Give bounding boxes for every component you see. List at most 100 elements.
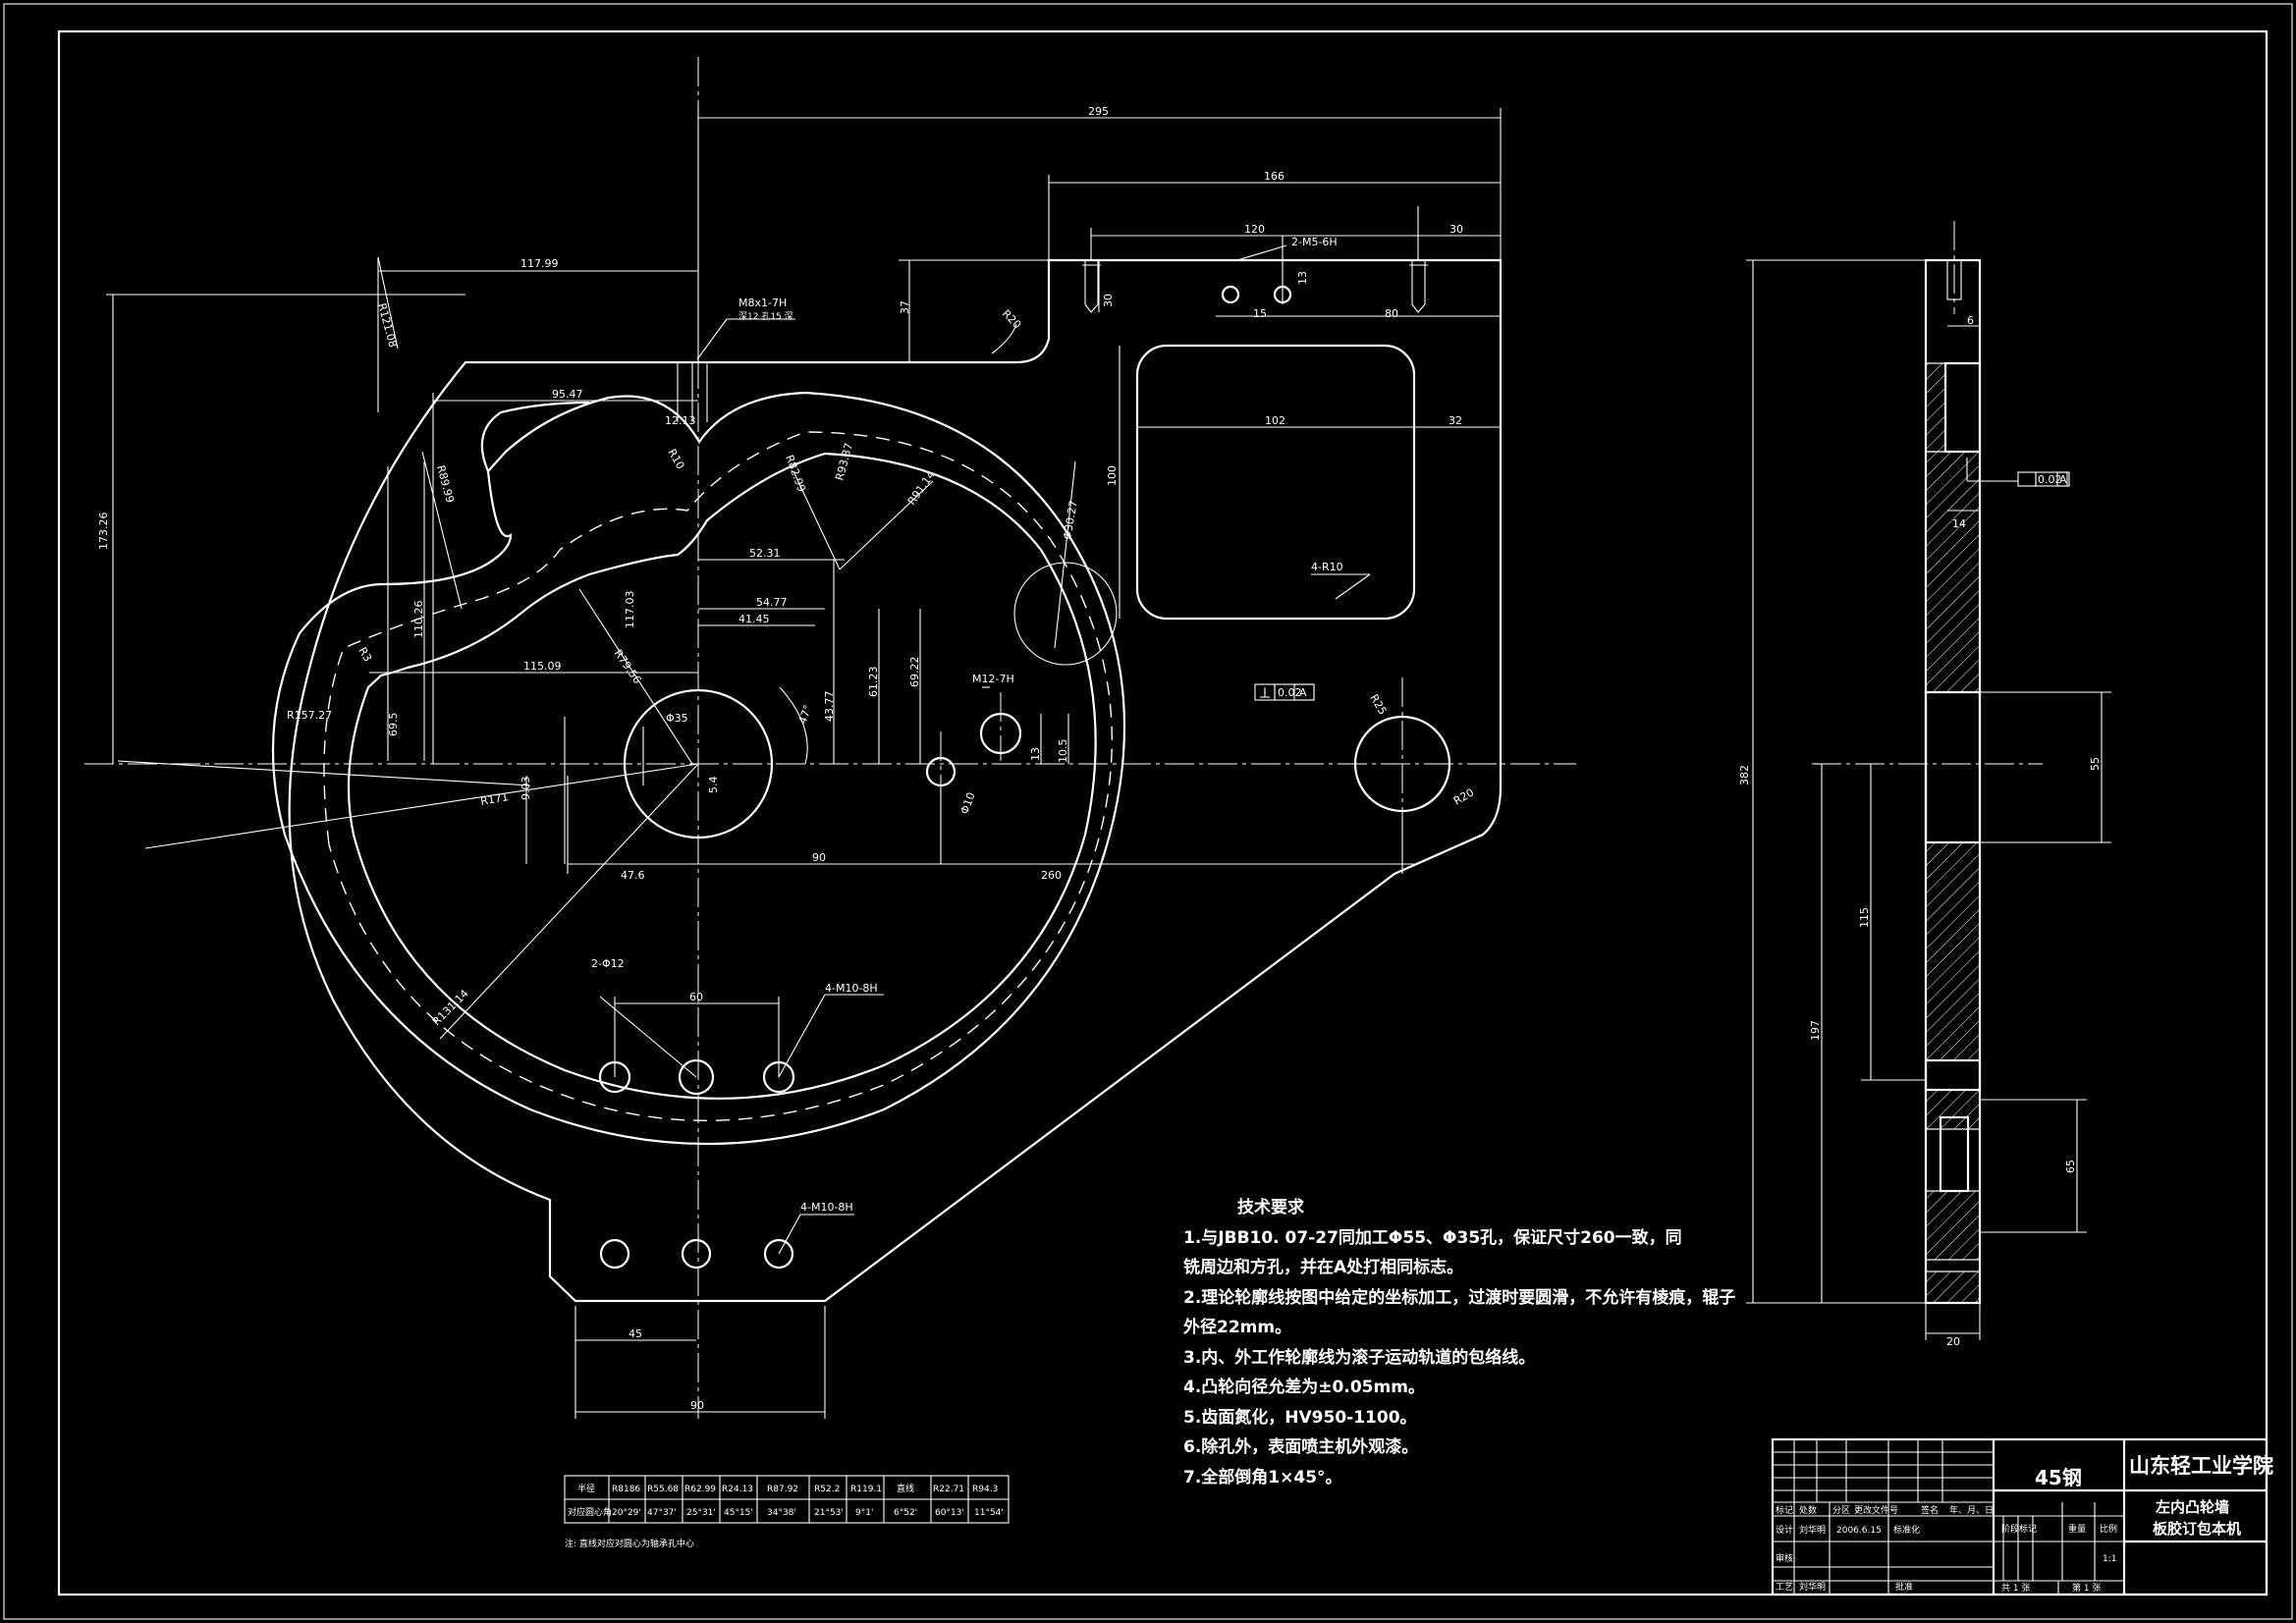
dim-r82-99: R82.99	[783, 454, 808, 494]
dim-12-13: 12.13	[665, 414, 696, 427]
table-angle-3: 25°31'	[686, 1508, 716, 1518]
table-row-label-radius: 半径	[577, 1483, 595, 1494]
dim-15: 15	[1253, 307, 1267, 320]
dimension-texts: 295 166 120 30 117.99 37 30 13 15 80 95.…	[97, 105, 1476, 1412]
tech-line-4: 外径22mm。	[1183, 1317, 1291, 1337]
tech-line-1: 1.与JBB10. 07-27同加工Φ55、Φ35孔，保证尺寸260一致，同	[1183, 1227, 1682, 1248]
dim-37: 37	[899, 300, 911, 314]
table-angle-9: 60°13'	[935, 1508, 964, 1518]
dim-30a: 30	[1449, 223, 1463, 236]
part-name-line-2: 板胶订包本机	[2153, 1520, 2241, 1538]
note-m8: M8x1-7H	[738, 297, 787, 309]
tb-weight: 重量	[2068, 1523, 2086, 1535]
dim-10-5: 10.5	[1057, 739, 1069, 764]
tb-craft: 工艺	[1776, 1582, 1793, 1593]
table-angle-7: 9°1'	[855, 1508, 873, 1518]
tech-line-8: 6.除孔外，表面喷主机外观漆。	[1183, 1436, 1418, 1457]
dim-13b: 13	[1029, 747, 1042, 761]
table-radius-2: R55.68	[647, 1485, 679, 1494]
dim-r131-14: R131.14	[430, 987, 471, 1028]
tech-line-5: 3.内、外工作轮廓线为滚子运动轨道的包络线。	[1183, 1347, 1535, 1368]
tb-sheet-total: 共 1 张	[2001, 1583, 2030, 1594]
school-name: 山东轻工业学院	[2129, 1453, 2273, 1478]
hole-m10-left	[599, 1238, 630, 1270]
tb-sheet-no: 第 1 张	[2072, 1582, 2101, 1594]
dim-r89-99: R89.99	[434, 463, 457, 504]
hole-m10-mid	[681, 1238, 712, 1270]
table-radius-9: R22.71	[933, 1485, 964, 1494]
bearing-hole-phi55	[623, 688, 774, 839]
plate-outer-contour	[288, 258, 1503, 1303]
table-note: 注: 直线对应对圆心为轴承孔中心	[565, 1538, 694, 1549]
tech-line-7: 5.齿面氮化，HV950-1100。	[1183, 1407, 1417, 1428]
tol-flatness-ref: A	[1299, 686, 1307, 699]
side-dim-115: 115	[1858, 907, 1871, 928]
dim-r93-37: R93.37	[833, 442, 855, 482]
dim-r91-14: R91.14	[905, 468, 938, 508]
tb-stage-mark: 阶段标记	[2001, 1523, 2037, 1535]
front-view: 295 166 120 30 117.99 37 30 13 15 80 95.…	[84, 57, 1576, 1419]
dim-r10: R10	[665, 447, 686, 471]
tb-design-name: 刘华明	[1799, 1524, 1826, 1536]
dim-phi30-27: Φ30.27	[1061, 500, 1080, 541]
dim-45: 45	[629, 1327, 642, 1340]
table-angle-10: 11°54'	[974, 1508, 1004, 1518]
dim-r121-08: R121.08	[375, 301, 399, 349]
side-dim-14: 14	[1952, 517, 1966, 530]
tb-ratio: 比例	[2100, 1523, 2117, 1535]
tech-requirements: 技术要求 1.与JBB10. 07-27同加工Φ55、Φ35孔，保证尺寸260一…	[1183, 1197, 1735, 1488]
dim-117-03: 117.03	[624, 591, 636, 629]
table-radius-4: R24.13	[722, 1485, 753, 1494]
dim-r20b: R20	[1451, 786, 1476, 808]
table-angle-4: 45°15'	[724, 1508, 753, 1518]
dim-61-23: 61.23	[867, 667, 880, 698]
dim-166: 166	[1264, 170, 1285, 183]
dim-102: 102	[1265, 414, 1285, 427]
dim-r3a: R3	[355, 645, 374, 664]
sheet-outer-border	[3, 3, 2293, 1620]
dim-60: 60	[689, 991, 703, 1003]
sheet-inner-border	[57, 29, 2269, 1596]
note-2-m5: 2-M5-6H	[1291, 236, 1338, 248]
dim-32: 32	[1449, 414, 1462, 427]
dim-100: 100	[1106, 465, 1119, 486]
table-radius-8: 直线	[897, 1483, 914, 1494]
table-radius-10: R94.3	[972, 1485, 998, 1494]
dim-52-31: 52.31	[749, 547, 781, 560]
dim-115-09: 115.09	[523, 660, 562, 673]
side-dim-20: 20	[1946, 1335, 1960, 1348]
radius-table: 半径 对应圆心角 R8186 R55.68 R62.99 R24.13 R87.…	[564, 1475, 1010, 1549]
cam-track-inner	[347, 452, 1097, 1100]
side-dim-55: 55	[2089, 757, 2102, 771]
dim-260: 260	[1041, 869, 1062, 882]
hole-m10-right	[763, 1238, 794, 1270]
tech-line-2: 铣周边和方孔，并在A处打相同标志。	[1183, 1257, 1463, 1277]
dim-95-47: 95.47	[552, 388, 583, 401]
dim-r171: R171	[479, 790, 509, 808]
dim-110-26: 110.26	[412, 601, 425, 639]
dim-r79-56: R79.56	[612, 647, 644, 686]
note-4-m10-b: 4-M10-8H	[800, 1201, 853, 1214]
tb-craft-name: 刘华明	[1799, 1581, 1826, 1593]
part-name-line-1: 左内凸轮墙	[2155, 1498, 2229, 1516]
side-view: 382 55 115 197 65 6 14 20 0.02 A	[1738, 221, 2111, 1348]
dim-120: 120	[1244, 223, 1265, 236]
tb-approve: 批准	[1895, 1581, 1913, 1593]
square-window	[1135, 344, 1416, 621]
cam-track-outer	[271, 391, 1126, 1146]
tb-header-mark: 标记	[1776, 1504, 1793, 1516]
table-angle-2: 47°37'	[647, 1508, 677, 1518]
dim-phi10: Φ10	[958, 790, 978, 816]
dim-173-26: 173.26	[97, 513, 110, 551]
note-m8-sub: 深12 孔15 深	[738, 311, 793, 322]
table-angle-8: 6°52'	[894, 1508, 917, 1518]
tb-header-count: 处数	[1799, 1504, 1817, 1516]
side-dim-65: 65	[2064, 1160, 2077, 1173]
tol-flatness-value: 0.02	[1278, 686, 1302, 699]
table-radius-1: R8186	[612, 1485, 640, 1494]
hole-phi35	[1353, 715, 1451, 813]
note-2-phi12: 2-Φ12	[591, 957, 625, 970]
side-dim-197: 197	[1809, 1020, 1822, 1041]
dim-r25: R25	[1367, 692, 1389, 717]
tb-design-label: 设计	[1776, 1524, 1793, 1536]
